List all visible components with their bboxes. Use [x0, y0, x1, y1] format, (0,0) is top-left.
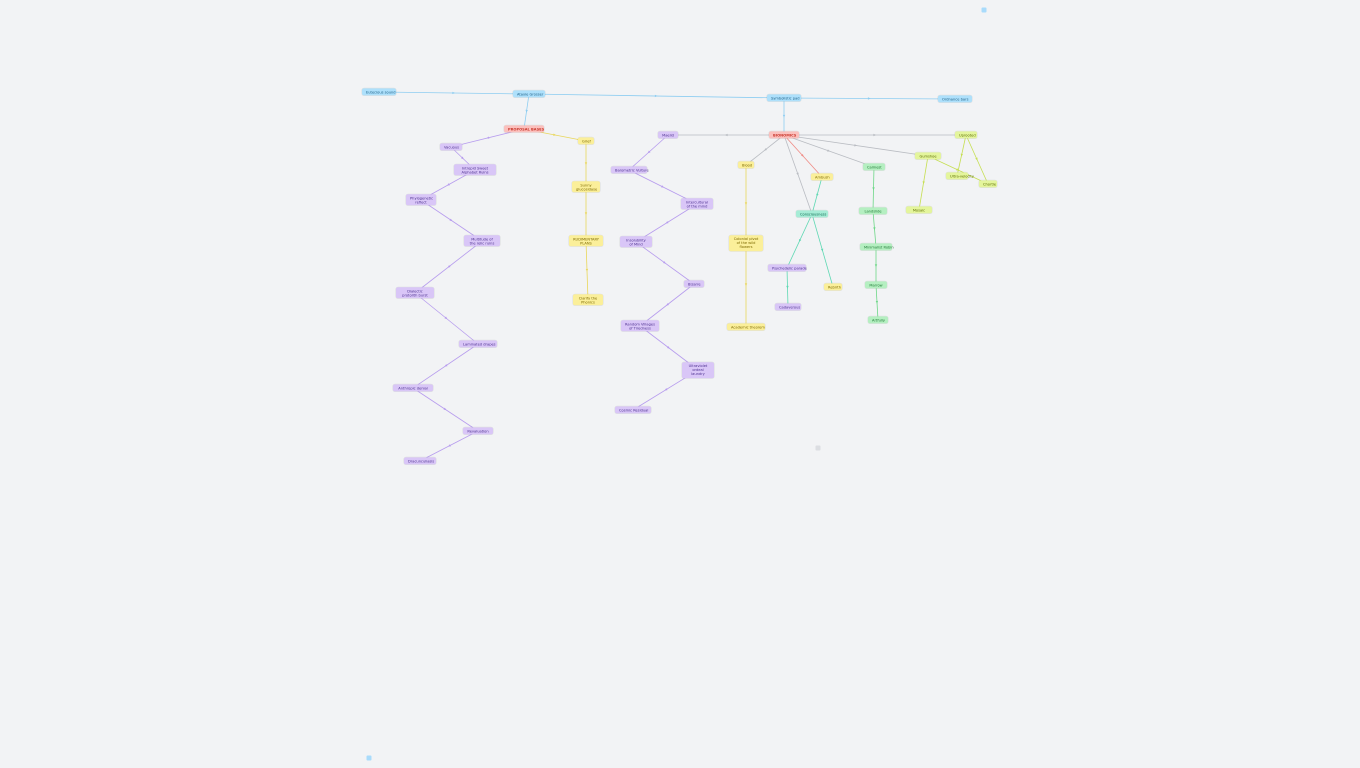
edge-arrow-icon — [867, 97, 871, 100]
edge-arrow-icon — [446, 183, 450, 186]
edge-arrow-icon — [827, 149, 831, 152]
canvas-resize-handle[interactable] — [366, 755, 372, 761]
edge-arrow-icon — [665, 221, 669, 224]
diagram-node-y1[interactable]: Grief — [578, 137, 594, 145]
edge-arrow-icon — [444, 316, 448, 320]
edge-arrow-icon — [664, 388, 668, 391]
diagram-node-l4[interactable]: Chortle — [979, 180, 997, 188]
diagram-node-n2[interactable]: Ataxie Grosser — [513, 90, 545, 98]
diagram-node-y9[interactable]: Rebirth — [824, 283, 842, 291]
diagram-node-p7[interactable]: Anthropic denial — [393, 384, 433, 392]
edge-arrow-icon — [875, 300, 879, 304]
edge-arrow-icon — [447, 444, 451, 447]
edge-arrow-icon — [744, 202, 748, 206]
edge-arrow-icon — [443, 407, 447, 411]
diagram-node-l1[interactable]: Gumshoe — [915, 152, 941, 160]
diagram-node-y7[interactable]: Academic theorem — [727, 323, 765, 331]
edge-arrow-icon — [585, 268, 589, 272]
diagram-node-n5[interactable]: PROPOSAL BASES — [504, 125, 544, 133]
diagram-node-g3[interactable]: Minimalist Robin — [860, 243, 894, 251]
diagram-node-q2[interactable]: Barometric Vulture — [611, 166, 649, 174]
canvas-anchor-handle[interactable] — [815, 445, 821, 451]
diagram-node-q6[interactable]: Random Villages of Tiredness — [621, 320, 659, 332]
diagram-node-p2[interactable]: Intrepid Sweet Alphabet Ruins — [454, 164, 496, 176]
diagram-node-y2[interactable]: Sunny glucosidase — [572, 181, 600, 193]
diagram-node-p9[interactable]: Dracunculiasis — [404, 457, 436, 465]
edge-arrow-icon — [960, 153, 964, 157]
diagram-node-g1[interactable]: Calmest — [863, 163, 885, 171]
edge-arrow-icon — [801, 154, 804, 157]
edge-arrow-icon — [663, 261, 666, 264]
diagram-node-l3[interactable]: Ultra-velocity — [946, 172, 974, 180]
edge-arrow-icon — [820, 248, 824, 252]
edge-arrow-icon — [874, 264, 878, 268]
edge-arrow-icon — [873, 133, 877, 137]
canvas-resize-handle[interactable] — [981, 7, 987, 13]
edge-arrow-icon — [525, 109, 528, 113]
edge-arrow-icon — [854, 144, 858, 147]
edge-arrow-icon — [666, 303, 669, 306]
edge-arrow-icon — [444, 364, 448, 367]
edge-arrow-icon — [584, 162, 588, 166]
diagram-node-n3[interactable]: Symbolistic pad — [767, 94, 801, 102]
diagram-node-l5[interactable]: Mosaic — [906, 206, 932, 214]
edge-arrow-icon — [873, 227, 876, 231]
diagram-node-p4[interactable]: Multitude of the relic ruins — [464, 235, 500, 247]
diagram-node-y4[interactable]: Clarify the Phonics — [573, 294, 603, 306]
edge-arrow-icon — [553, 133, 557, 136]
diagram-node-p6[interactable]: Laminated drapes — [459, 340, 497, 348]
diagram-node-p5[interactable]: Dialectic protolith burst — [396, 287, 434, 299]
diagram-node-q5[interactable]: Bizarre — [684, 280, 704, 288]
edge-arrow-icon — [764, 148, 767, 151]
diagram-node-n6[interactable]: BIONOMICS — [769, 131, 799, 139]
diagram-node-q8[interactable]: Cosmic Residual — [615, 406, 651, 414]
diagram-node-y8[interactable]: Ambush — [811, 173, 833, 181]
edge-arrow-icon — [786, 285, 789, 289]
edge-arrow-icon — [667, 346, 670, 349]
edge-arrow-icon — [452, 91, 456, 95]
diagram-node-p8[interactable]: Revaluation — [463, 427, 493, 435]
diagram-node-q1[interactable]: Maelid — [658, 131, 678, 139]
diagram-node-r2[interactable]: Cadaverous — [775, 303, 801, 311]
diagram-node-y3[interactable]: RUDIMENTARY PLANS — [569, 235, 603, 247]
edge-arrow-icon — [816, 193, 819, 197]
diagram-node-r1[interactable]: Psychedelic parade — [768, 264, 807, 272]
edge-arrow-icon — [647, 150, 651, 154]
edge-arrow-icon — [449, 218, 453, 222]
diagram-node-y5[interactable]: Blood — [738, 161, 754, 169]
edge-arrow-icon — [975, 157, 978, 161]
edge-arrow-icon — [486, 136, 490, 139]
edge-arrow-icon — [798, 239, 802, 243]
diagram-node-l2[interactable]: Uprooted — [955, 131, 977, 139]
diagram-node-g4[interactable]: Marrow — [865, 281, 887, 289]
diagram-node-y6[interactable]: Colonial pivot of the wild flowers — [729, 235, 763, 251]
edge-arrow-icon — [654, 94, 658, 98]
edge-arrow-icon — [584, 212, 588, 216]
diagram-node-q4[interactable]: Insolubility of Mind — [620, 236, 652, 248]
edge-arrow-icon — [956, 168, 960, 171]
edge-arrow-icon — [661, 185, 665, 188]
edge-arrow-icon — [796, 172, 799, 176]
edge-arrow-icon — [922, 181, 925, 185]
edge-arrow-icon — [447, 265, 451, 268]
diagram-node-q7[interactable]: Ultraviolet ordeal laundry — [682, 362, 714, 378]
diagram-node-n1[interactable]: Eutecious sound — [362, 88, 396, 96]
edge-arrow-icon — [461, 156, 464, 160]
edge-arrow-icon — [744, 283, 748, 287]
diagram-node-g2[interactable]: Landslide — [859, 207, 887, 215]
diagram-node-p1[interactable]: Vacuous — [440, 143, 462, 151]
diagram-node-n4[interactable]: Ordnance bars — [938, 95, 972, 103]
diagram-node-t1[interactable]: Consciousness — [796, 210, 828, 218]
edge-arrow-icon — [724, 133, 728, 137]
diagram-node-p3[interactable]: Phylogenetic reflect — [406, 194, 436, 206]
diagram-node-q3[interactable]: Intercultural of the mind — [681, 198, 713, 210]
diagram-node-g5[interactable]: Artfully — [868, 316, 888, 324]
edge-arrow-icon — [872, 187, 875, 191]
edge-arrow-icon — [782, 114, 786, 118]
